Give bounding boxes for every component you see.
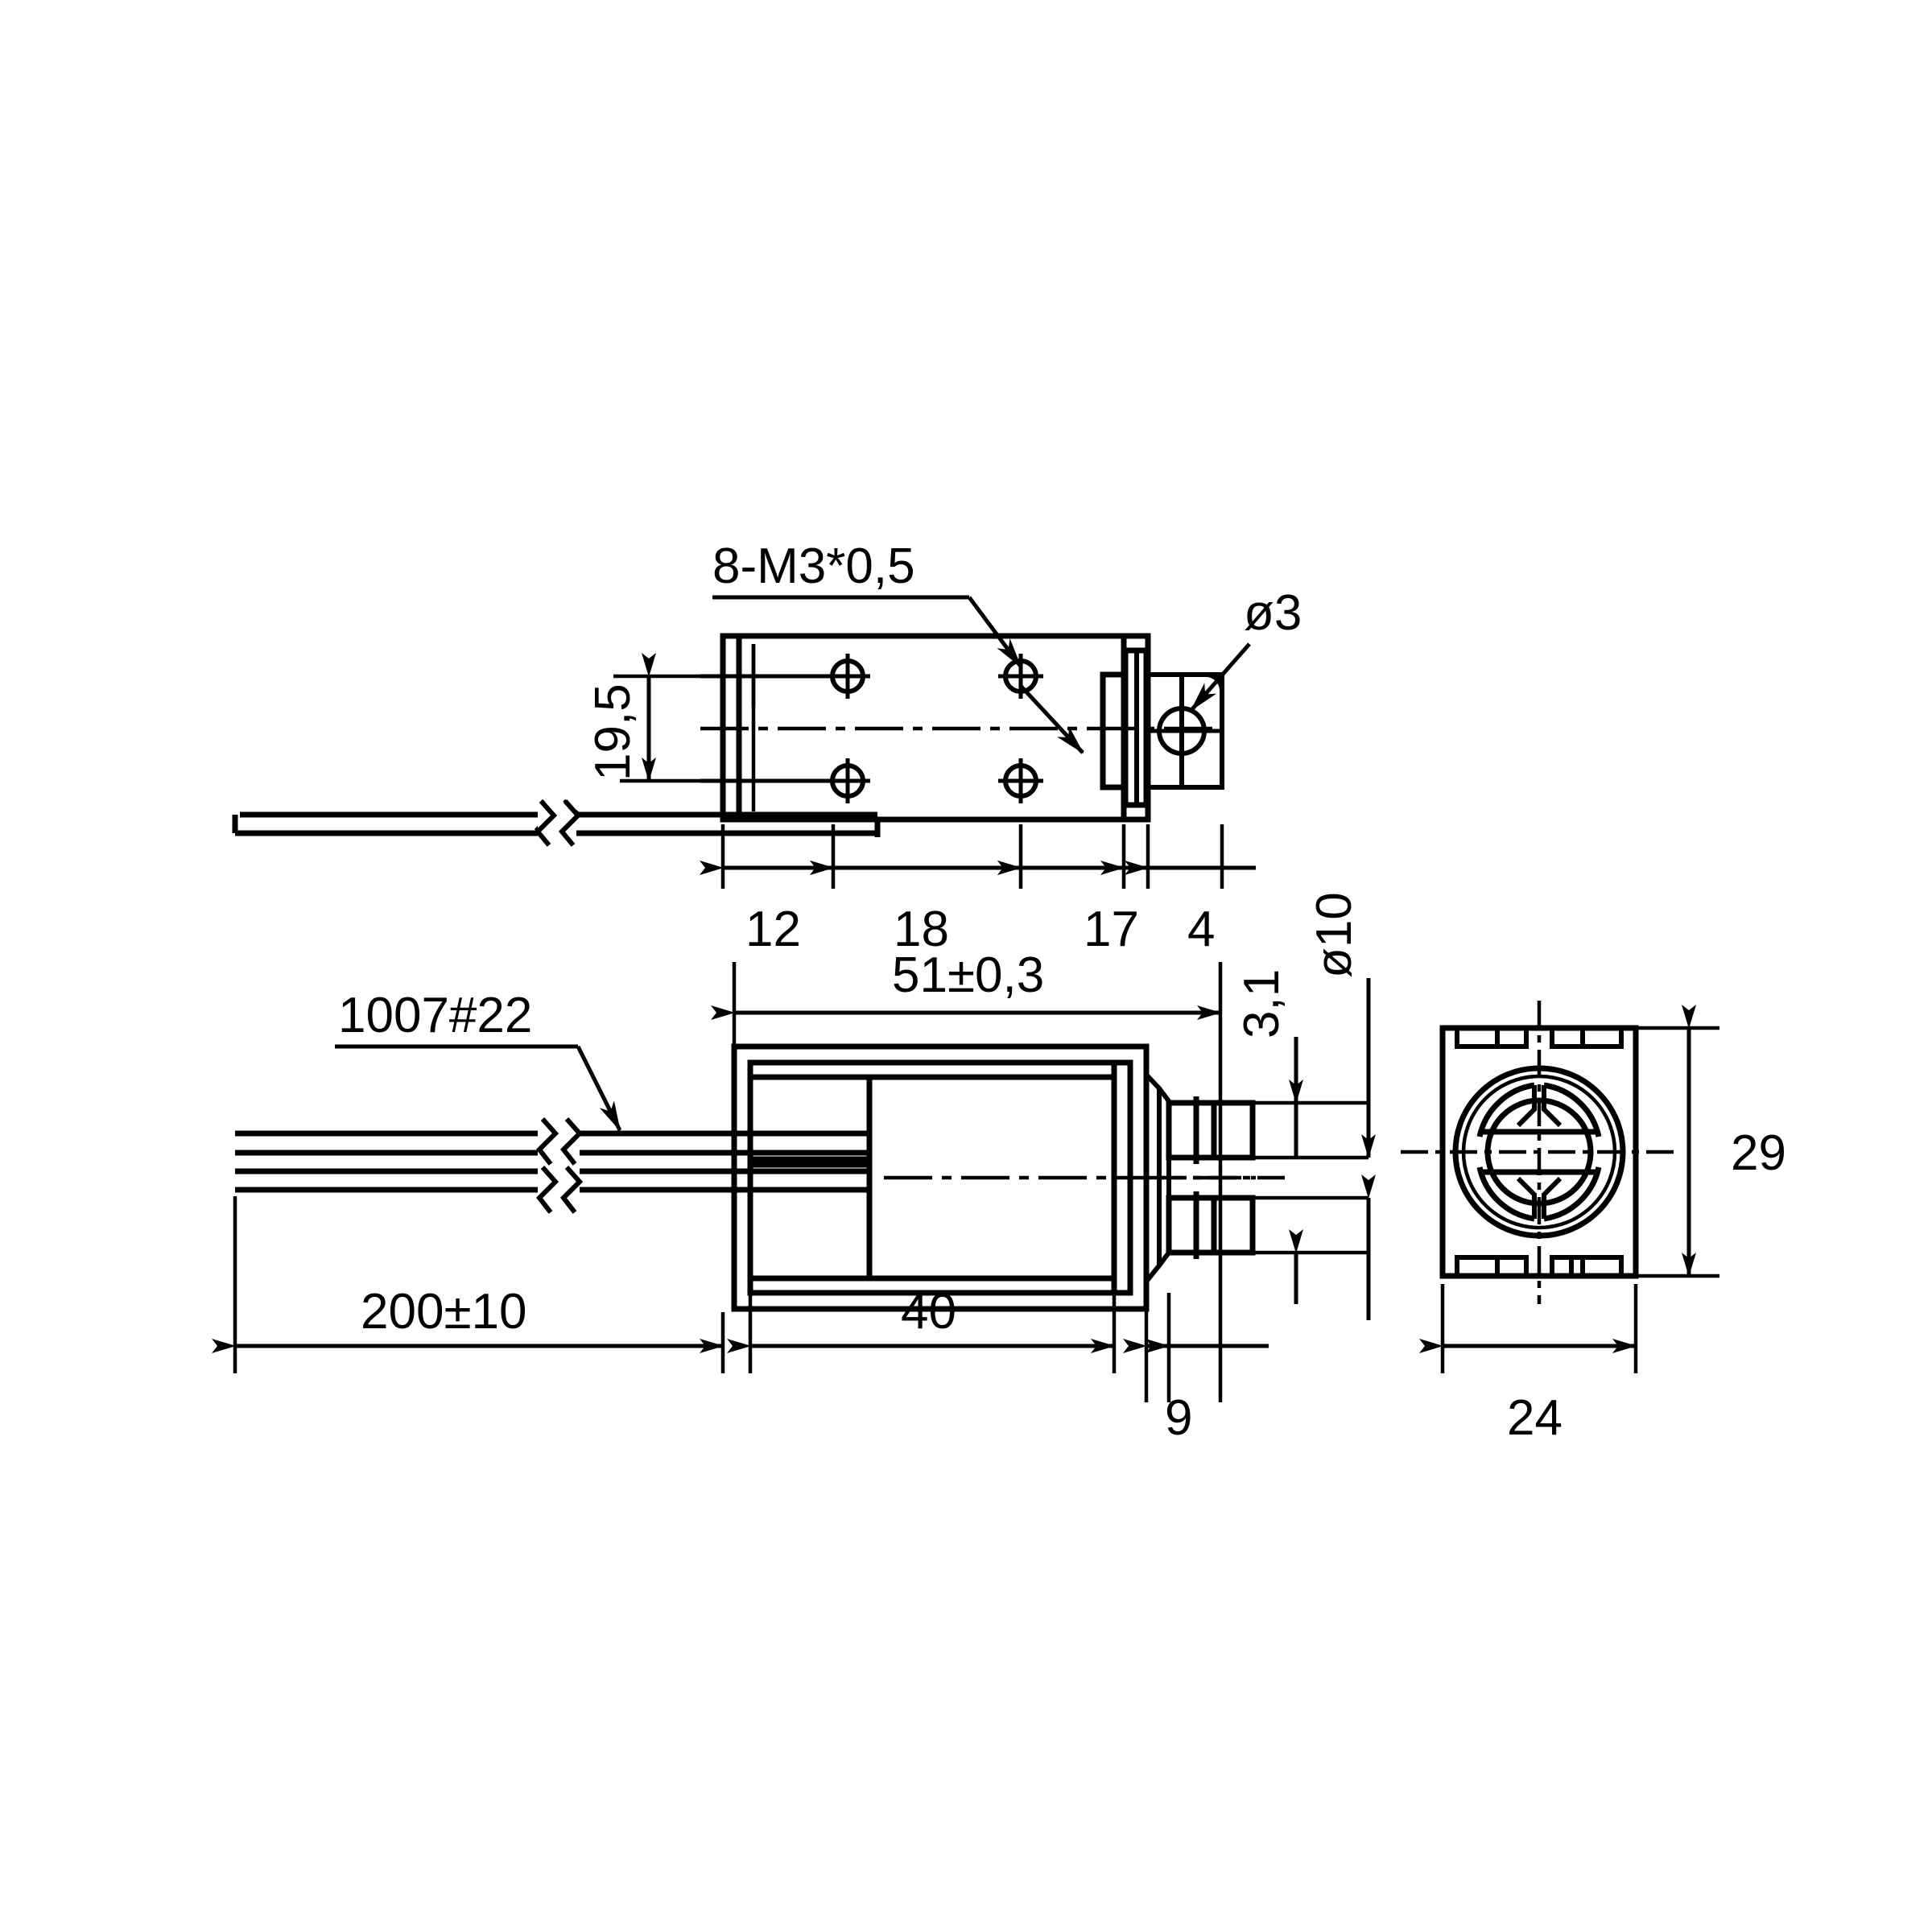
dim-3-1-text: 3,1 (1234, 969, 1290, 1038)
dim-200: 200±10 (212, 1196, 725, 1373)
end-view: 29 24 (1401, 1001, 1786, 1446)
side-view-lead-wires (235, 1117, 869, 1214)
top-view-frame-plate (720, 633, 1151, 837)
dim-19-5: 19,5 (585, 653, 739, 783)
top-view: 8-M3*0,5 ø3 19,5 (232, 539, 1302, 957)
top-view-lead-wire (232, 799, 877, 847)
side-view-plunger (1159, 1096, 1288, 1259)
dim-4-text: 4 (1187, 902, 1215, 957)
dim-9-text: 9 (1165, 1390, 1192, 1446)
dim-chain-top: 12 18 17 4 (700, 824, 1256, 957)
dim-29: 29 (1628, 1005, 1786, 1278)
end-view-corner-notches (1455, 1028, 1624, 1276)
dim-plunger-diameter: ø10 (1307, 892, 1376, 1320)
dim-51-text: 51±0,3 (892, 947, 1044, 1003)
pin-diameter-callout: ø3 (1190, 585, 1302, 712)
top-view-plunger-bracket (1100, 636, 1224, 819)
dim-18-text: 18 (894, 902, 949, 957)
dim-24: 24 (1419, 1284, 1638, 1446)
dim-40: 40 (727, 1284, 1117, 1373)
dim-51: 51±0,3 (711, 947, 1223, 1119)
side-view: 51±0,3 (212, 892, 1376, 1446)
dim-9: 9 (1123, 1119, 1269, 1446)
wire-spec-callout: 1007#22 (335, 988, 622, 1132)
dim-29-text: 29 (1731, 1125, 1786, 1181)
pin-diameter-text: ø3 (1244, 585, 1302, 641)
dim-19-5-text: 19,5 (585, 683, 641, 781)
thread-callout-text: 8-M3*0,5 (712, 539, 915, 594)
thread-callout: 8-M3*0,5 (712, 539, 1084, 754)
dim-40-text: 40 (901, 1284, 956, 1340)
wire-spec-text: 1007#22 (338, 988, 532, 1043)
dim-12-text: 12 (745, 902, 801, 957)
tapped-hole (998, 758, 1043, 803)
dim-3-1: 3,1 (1234, 969, 1368, 1304)
dim-200-text: 200±10 (361, 1284, 526, 1340)
tapped-hole (998, 654, 1043, 699)
plunger-diameter-text: ø10 (1307, 892, 1362, 978)
dim-17-text: 17 (1084, 902, 1139, 957)
dim-24-text: 24 (1507, 1390, 1563, 1446)
